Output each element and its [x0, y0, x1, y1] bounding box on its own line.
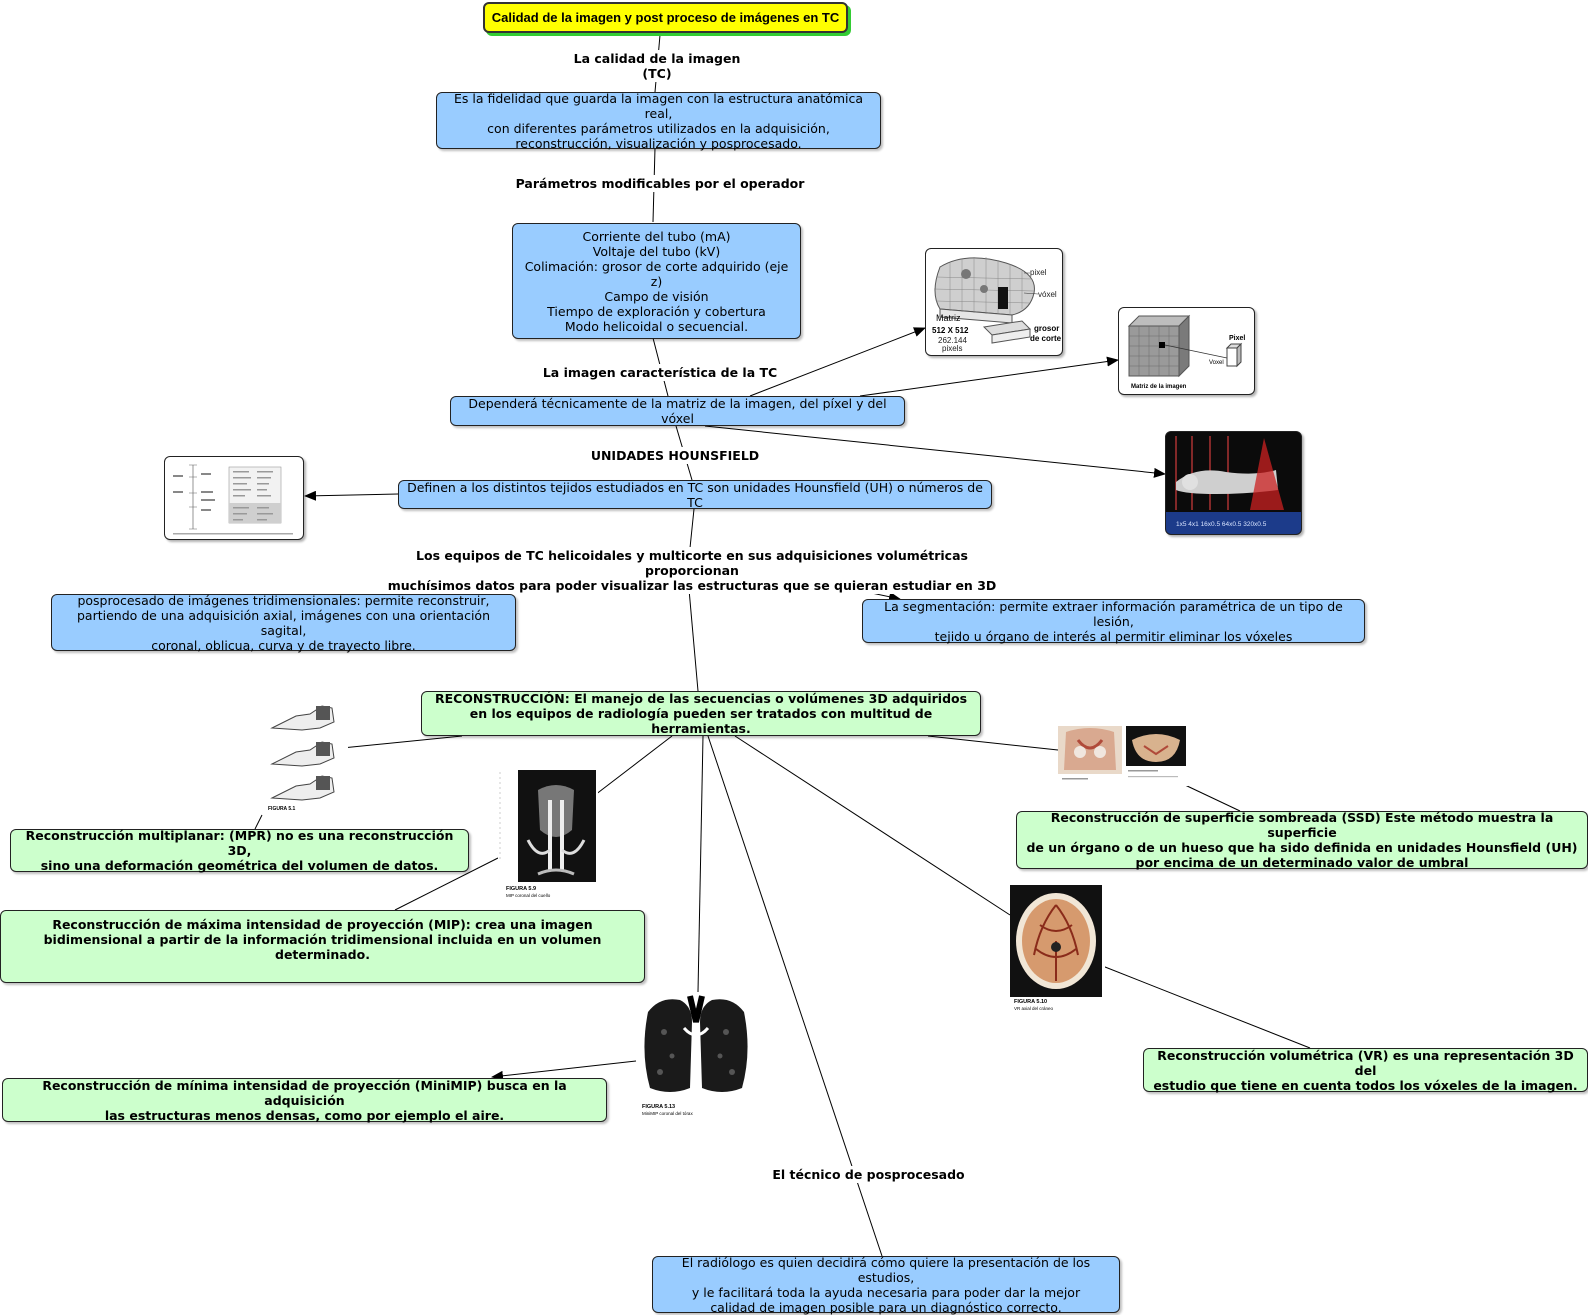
mpr-figure-image: FIGURA 5.1	[266, 698, 348, 816]
link-recon-fig59	[594, 735, 673, 796]
ssd-figure-image	[1058, 726, 1188, 786]
link-fig51-mpr	[254, 814, 263, 830]
fig513-caption: FIGURA 5.13	[642, 1104, 675, 1110]
node-mpr[interactable]: Reconstrucción multiplanar: (MPR) no es …	[10, 828, 469, 873]
node-parametros-list[interactable]: Corriente del tubo (mA) Voltaje del tubo…	[512, 223, 801, 339]
voxel1-grosor-label: grosor	[1034, 324, 1059, 333]
label-calidad: La calidad de la imagen (TC)	[553, 50, 761, 82]
label-parametros: Parámetros modificables por el operador	[511, 175, 809, 192]
slices-caption: 1x5 4x1 16x0.5 64x0.5 320x0.5	[1176, 521, 1267, 528]
link-equipos-reconstruccion	[687, 577, 699, 692]
fig510-sub: VR axial del cráneo	[1014, 1006, 1054, 1011]
link-recon-ssd-image	[927, 735, 1059, 751]
voxel1-matriz-label: Matriz	[936, 313, 961, 323]
vr-figure-image: FIGURA 5.10 VR axial del cráneo	[1010, 885, 1105, 1011]
label-tecnico: El técnico de posprocesado	[767, 1166, 970, 1183]
link-fig510-vr	[1099, 964, 1311, 1049]
link-recon-fig51	[341, 735, 463, 749]
voxel1-voxel-label: vóxel	[1038, 290, 1057, 299]
voxel1-count-label: 262.144	[938, 336, 967, 345]
node-radiologo[interactable]: El radiólogo es quien decidirá cómo quie…	[652, 1255, 1120, 1315]
link-recon-fig513	[697, 735, 704, 993]
node-ssd[interactable]: Reconstrucción de superficie sombreada (…	[1016, 810, 1588, 870]
voxel1-pixels-label: pixels	[942, 344, 962, 353]
voxel2-voxel-label: Voxel	[1209, 360, 1224, 366]
voxel2-caption: Matriz de la imagen	[1131, 384, 1187, 390]
fig513-sub: MiniMIP coronal del tórax	[642, 1111, 693, 1116]
hounsfield-table-image	[164, 456, 304, 540]
ct-slices-image: 1x5 4x1 16x0.5 64x0.5 320x0.5	[1165, 431, 1302, 535]
node-fidelidad[interactable]: Es la fidelidad que guarda la imagen con…	[436, 91, 881, 151]
mip-figure-image: FIGURA 5.9 MIP coronal del cuello	[498, 770, 598, 900]
arrow-matriz-slices	[704, 425, 1166, 478]
node-posprocesado[interactable]: posprocesado de imágenes tridimensionale…	[51, 593, 516, 653]
fig510-caption: FIGURA 5.10	[1014, 999, 1047, 1005]
node-unidades-hounsfield[interactable]: Definen a los distintos tejidos estudiad…	[398, 480, 992, 510]
arrow-fig513-minimip	[491, 1060, 637, 1081]
voxel1-pixel-label: pixel	[1030, 268, 1047, 277]
arrow-uh-table	[304, 490, 399, 501]
voxel1-size-label: 512 X 512	[932, 326, 969, 335]
map-title: Calidad de la imagen y post proceso de i…	[483, 2, 848, 33]
voxel1-decorte-label: de corte	[1030, 334, 1062, 343]
label-caracteristica: La imagen característica de la TC	[535, 364, 785, 381]
node-segmentacion[interactable]: La segmentación: permite extraer informa…	[862, 599, 1365, 644]
link-ssd-image-ssd	[1184, 784, 1241, 812]
label-equipos: Los equipos de TC helicoidales y multico…	[372, 547, 1012, 594]
fig59-caption: FIGURA 5.9	[506, 886, 536, 892]
voxel2-pixel-label: Pixel	[1229, 335, 1245, 342]
node-vr[interactable]: Reconstrucción volumétrica (VR) es una r…	[1143, 1048, 1588, 1093]
node-matriz[interactable]: Dependerá técnicamente de la matriz de l…	[450, 396, 905, 426]
node-mip[interactable]: Reconstrucción de máxima intensidad de p…	[0, 910, 645, 983]
link-uh-equipos	[689, 508, 695, 549]
node-reconstruccion[interactable]: RECONSTRUCCIÓN: El manejo de las secuenc…	[421, 691, 981, 736]
image-matrix-image: Pixel Voxel Matriz de la imagen	[1118, 307, 1255, 395]
minimip-figure-image: FIGURA 5.13 MiniMIP coronal del tórax	[640, 992, 752, 1120]
voxel-matrix-image: pixel vóxel Matriz 512 X 512 262.144 pix…	[925, 248, 1063, 356]
fig51-caption: FIGURA 5.1	[268, 806, 296, 812]
label-hounsfield: UNIDADES HOUNSFIELD	[585, 447, 765, 464]
link-recon-fig510	[734, 735, 1011, 916]
node-minimip[interactable]: Reconstrucción de mínima intensidad de p…	[2, 1078, 607, 1123]
arrow-matriz-voxel1	[749, 327, 926, 397]
arrow-matriz-voxel2	[859, 356, 1119, 397]
link-fig59-mip	[394, 857, 499, 911]
fig59-sub: MIP coronal del cuello	[506, 893, 551, 898]
